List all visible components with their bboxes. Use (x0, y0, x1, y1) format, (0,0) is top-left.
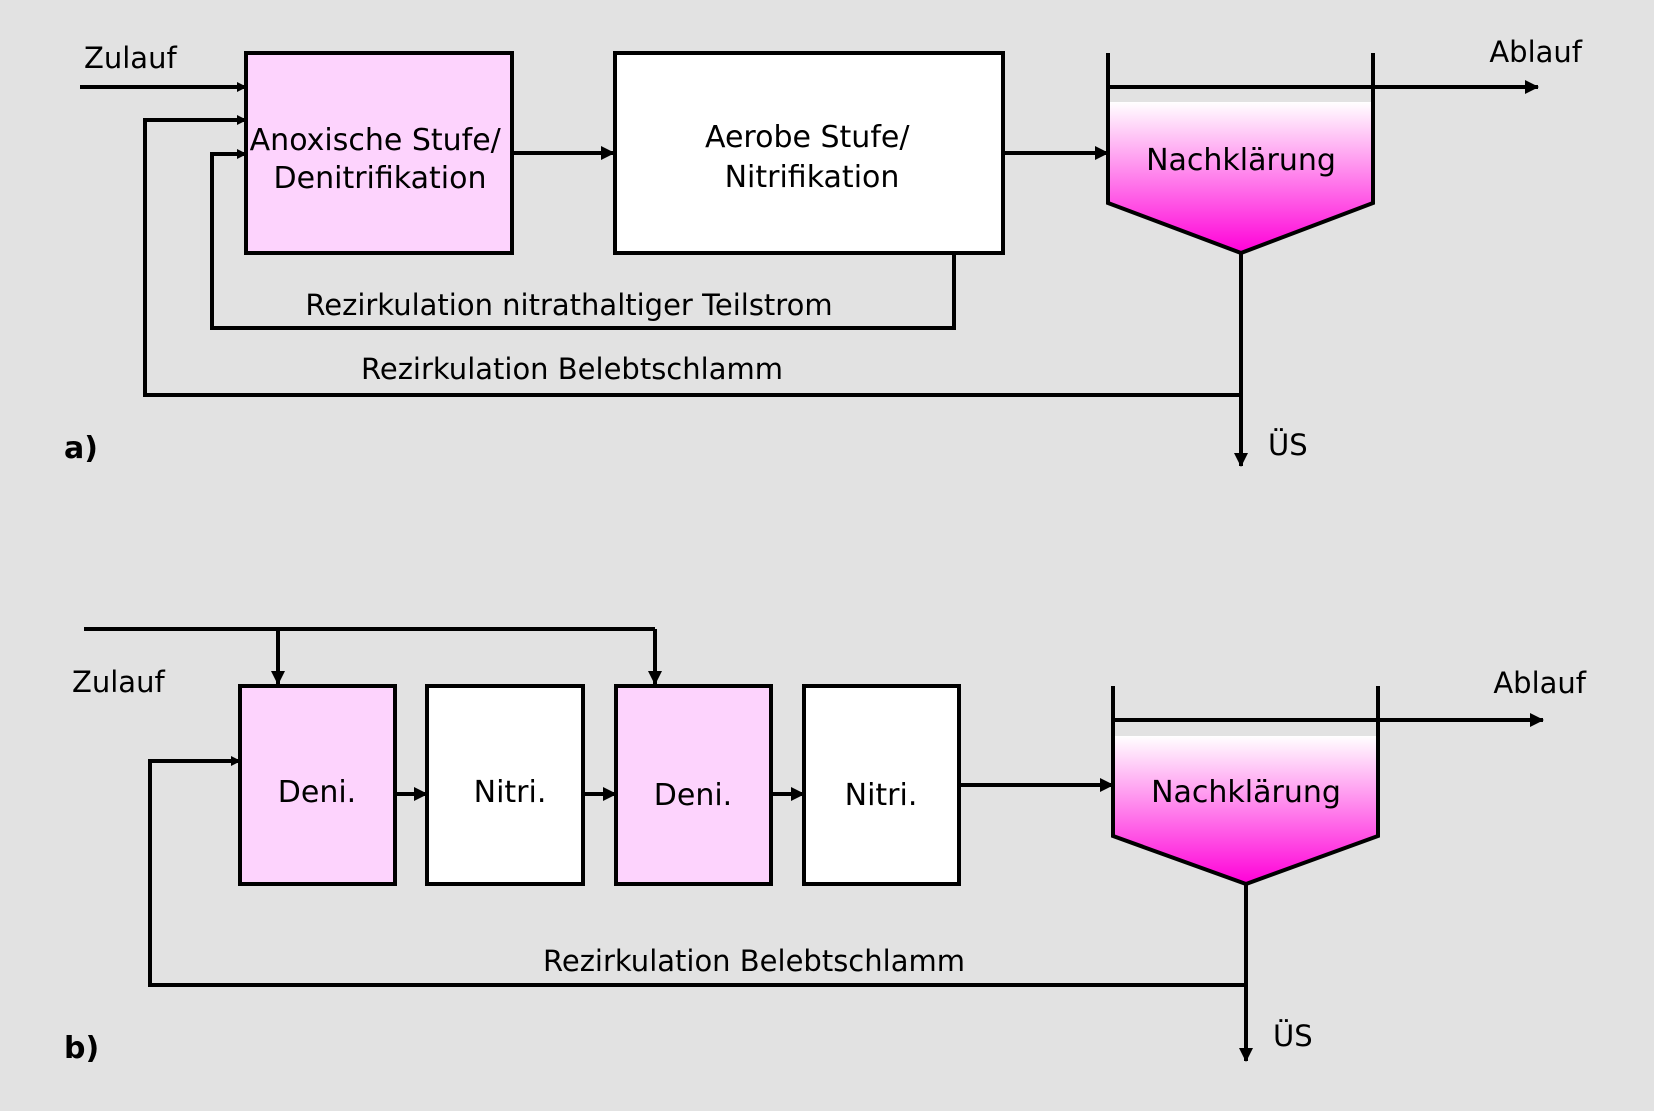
nitrate-recirculation-label: Rezirkulation nitrathaltiger Teilstrom (305, 288, 832, 322)
aerobic-stage-box (613, 51, 1005, 255)
sludge-recirculation-label: Rezirkulation Belebtschlamm (361, 352, 783, 386)
clarifier-label: Nachklärung (1151, 775, 1341, 810)
anoxic-stage-label: Anoxische Stufe/ Denitrifikation (250, 123, 511, 196)
nitrate-recirculation-line (210, 149, 956, 330)
nitri-stage-2-box (802, 684, 961, 886)
deni-stage-1-box (238, 684, 397, 886)
aerobic-stage-label: Aerobe Stufe/ Nitrifikation (705, 120, 919, 195)
clarifier-label: Nachklärung (1146, 143, 1336, 178)
clarifier-tank (1108, 102, 1373, 253)
inflow-label: Zulauf (84, 41, 177, 75)
clarifier-tank (1113, 736, 1378, 884)
sludge-recirculation-line (143, 115, 1243, 397)
excess-sludge-label: ÜS (1268, 428, 1308, 462)
nitri-stage-2-label: Nitri. (845, 778, 918, 813)
nitri-stage-1-box (425, 684, 585, 886)
deni-stage-1-label: Deni. (278, 775, 356, 810)
nitri-stage-1-label: Nitri. (474, 775, 547, 810)
panel-b-label: b) (64, 1031, 99, 1066)
panel-a-label: a) (64, 431, 98, 466)
outflow-label: Ablauf (1489, 35, 1582, 69)
panel-a: Zulauf Anoxische Stufe/ Denitrifikation … (64, 35, 1583, 467)
deni-stage-2-box (614, 684, 773, 886)
deni-stage-2-label: Deni. (654, 778, 732, 813)
excess-sludge-label: ÜS (1273, 1019, 1313, 1053)
sludge-recirculation-line (148, 756, 1248, 987)
inflow-label: Zulauf (72, 665, 165, 699)
outflow-label: Ablauf (1493, 666, 1586, 700)
panel-b: Zulauf Deni. Nitri. Deni. Nitri. Nachklä… (64, 627, 1587, 1066)
sludge-recirculation-label: Rezirkulation Belebtschlamm (543, 944, 965, 978)
